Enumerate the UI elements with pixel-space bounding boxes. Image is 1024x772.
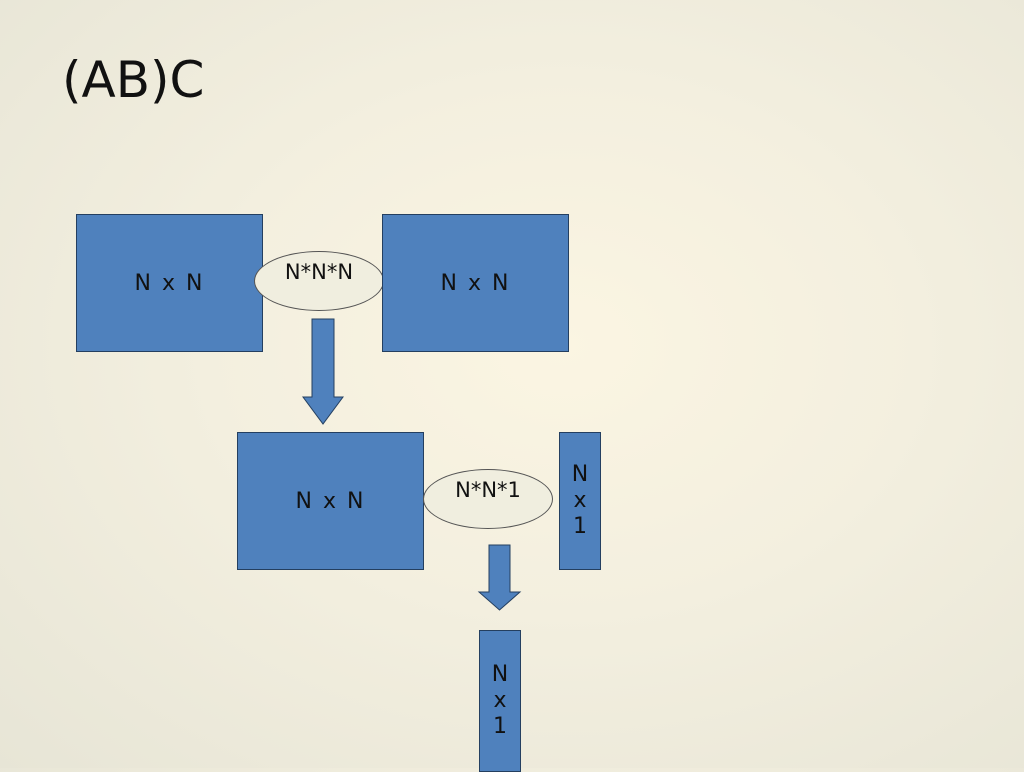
- vector-c-label-1: 1: [573, 514, 587, 539]
- op-ab-ellipse: N*N*N: [254, 251, 384, 311]
- result-vector-label-n: N: [491, 662, 509, 687]
- slide-title: (AB)C: [62, 51, 205, 109]
- matrix-ab-label: N x N: [295, 488, 366, 514]
- op-abc-ellipse: N*N*1: [423, 469, 553, 529]
- down-arrow-icon: [302, 318, 344, 425]
- vector-c-label-n: N: [571, 462, 589, 487]
- matrix-a-label: N x N: [134, 270, 205, 296]
- result-vector-box: N x 1: [479, 630, 521, 772]
- matrix-a-box: N x N: [76, 214, 263, 352]
- op-abc-label: N*N*1: [455, 478, 521, 502]
- op-ab-label: N*N*N: [284, 260, 354, 284]
- matrix-b-box: N x N: [382, 214, 569, 352]
- vector-c-box: N x 1: [559, 432, 601, 570]
- matrix-b-label: N x N: [440, 270, 511, 296]
- result-vector-label-1: 1: [493, 714, 507, 739]
- matrix-ab-box: N x N: [237, 432, 424, 570]
- down-arrow-icon: [477, 544, 522, 611]
- result-vector-label-x: x: [493, 688, 507, 713]
- vector-c-label-x: x: [573, 488, 587, 513]
